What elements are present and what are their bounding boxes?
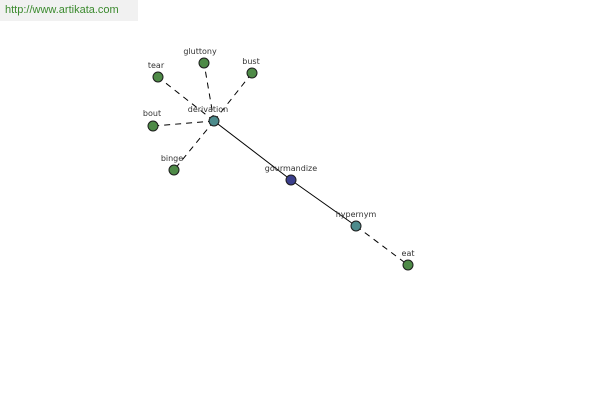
- node-marker-hypernym[interactable]: [350, 220, 362, 232]
- edge-derivation-bout: [152, 120, 215, 127]
- node-label-derivation: derivation: [188, 105, 228, 114]
- graph-nodes: gourmandize derivation hypernym tear glutton…: [143, 47, 415, 271]
- node-label-eat: eat: [402, 249, 415, 258]
- node-label-tear: tear: [148, 61, 165, 70]
- node-marker-gluttony[interactable]: [198, 57, 210, 69]
- node-eat[interactable]: eat: [402, 249, 415, 271]
- node-tear[interactable]: tear: [148, 61, 165, 83]
- edge-gourmandize-hypernym: [290, 179, 357, 227]
- node-marker-binge[interactable]: [168, 164, 180, 176]
- node-marker-gourmandize[interactable]: [285, 174, 297, 186]
- edge-derivation-gluttony: [203, 62, 215, 122]
- node-binge[interactable]: binge: [161, 154, 183, 176]
- node-marker-bout[interactable]: [147, 120, 159, 132]
- node-label-bout: bout: [143, 109, 161, 118]
- node-gourmandize[interactable]: gourmandize: [265, 164, 317, 186]
- node-label-bust: bust: [242, 57, 259, 66]
- node-label-hypernym: hypernym: [336, 210, 377, 219]
- node-label-gluttony: gluttony: [183, 47, 217, 56]
- node-gluttony[interactable]: gluttony: [183, 47, 217, 69]
- node-marker-bust[interactable]: [246, 67, 258, 79]
- edge-hypernym-eat: [355, 225, 409, 266]
- node-marker-eat[interactable]: [402, 259, 414, 271]
- edge-derivation-gourmandize: [213, 120, 292, 181]
- node-marker-derivation[interactable]: [208, 115, 220, 127]
- node-bout[interactable]: bout: [143, 109, 161, 132]
- node-marker-tear[interactable]: [152, 71, 164, 83]
- edge-derivation-tear: [157, 76, 215, 122]
- node-hypernym[interactable]: hypernym: [336, 210, 377, 232]
- graph-edges: [152, 62, 409, 266]
- site-watermark: http://www.artikata.com: [0, 0, 138, 21]
- node-label-gourmandize: gourmandize: [265, 164, 317, 173]
- node-derivation[interactable]: derivation: [188, 105, 228, 127]
- node-label-binge: binge: [161, 154, 183, 163]
- node-bust[interactable]: bust: [242, 57, 260, 79]
